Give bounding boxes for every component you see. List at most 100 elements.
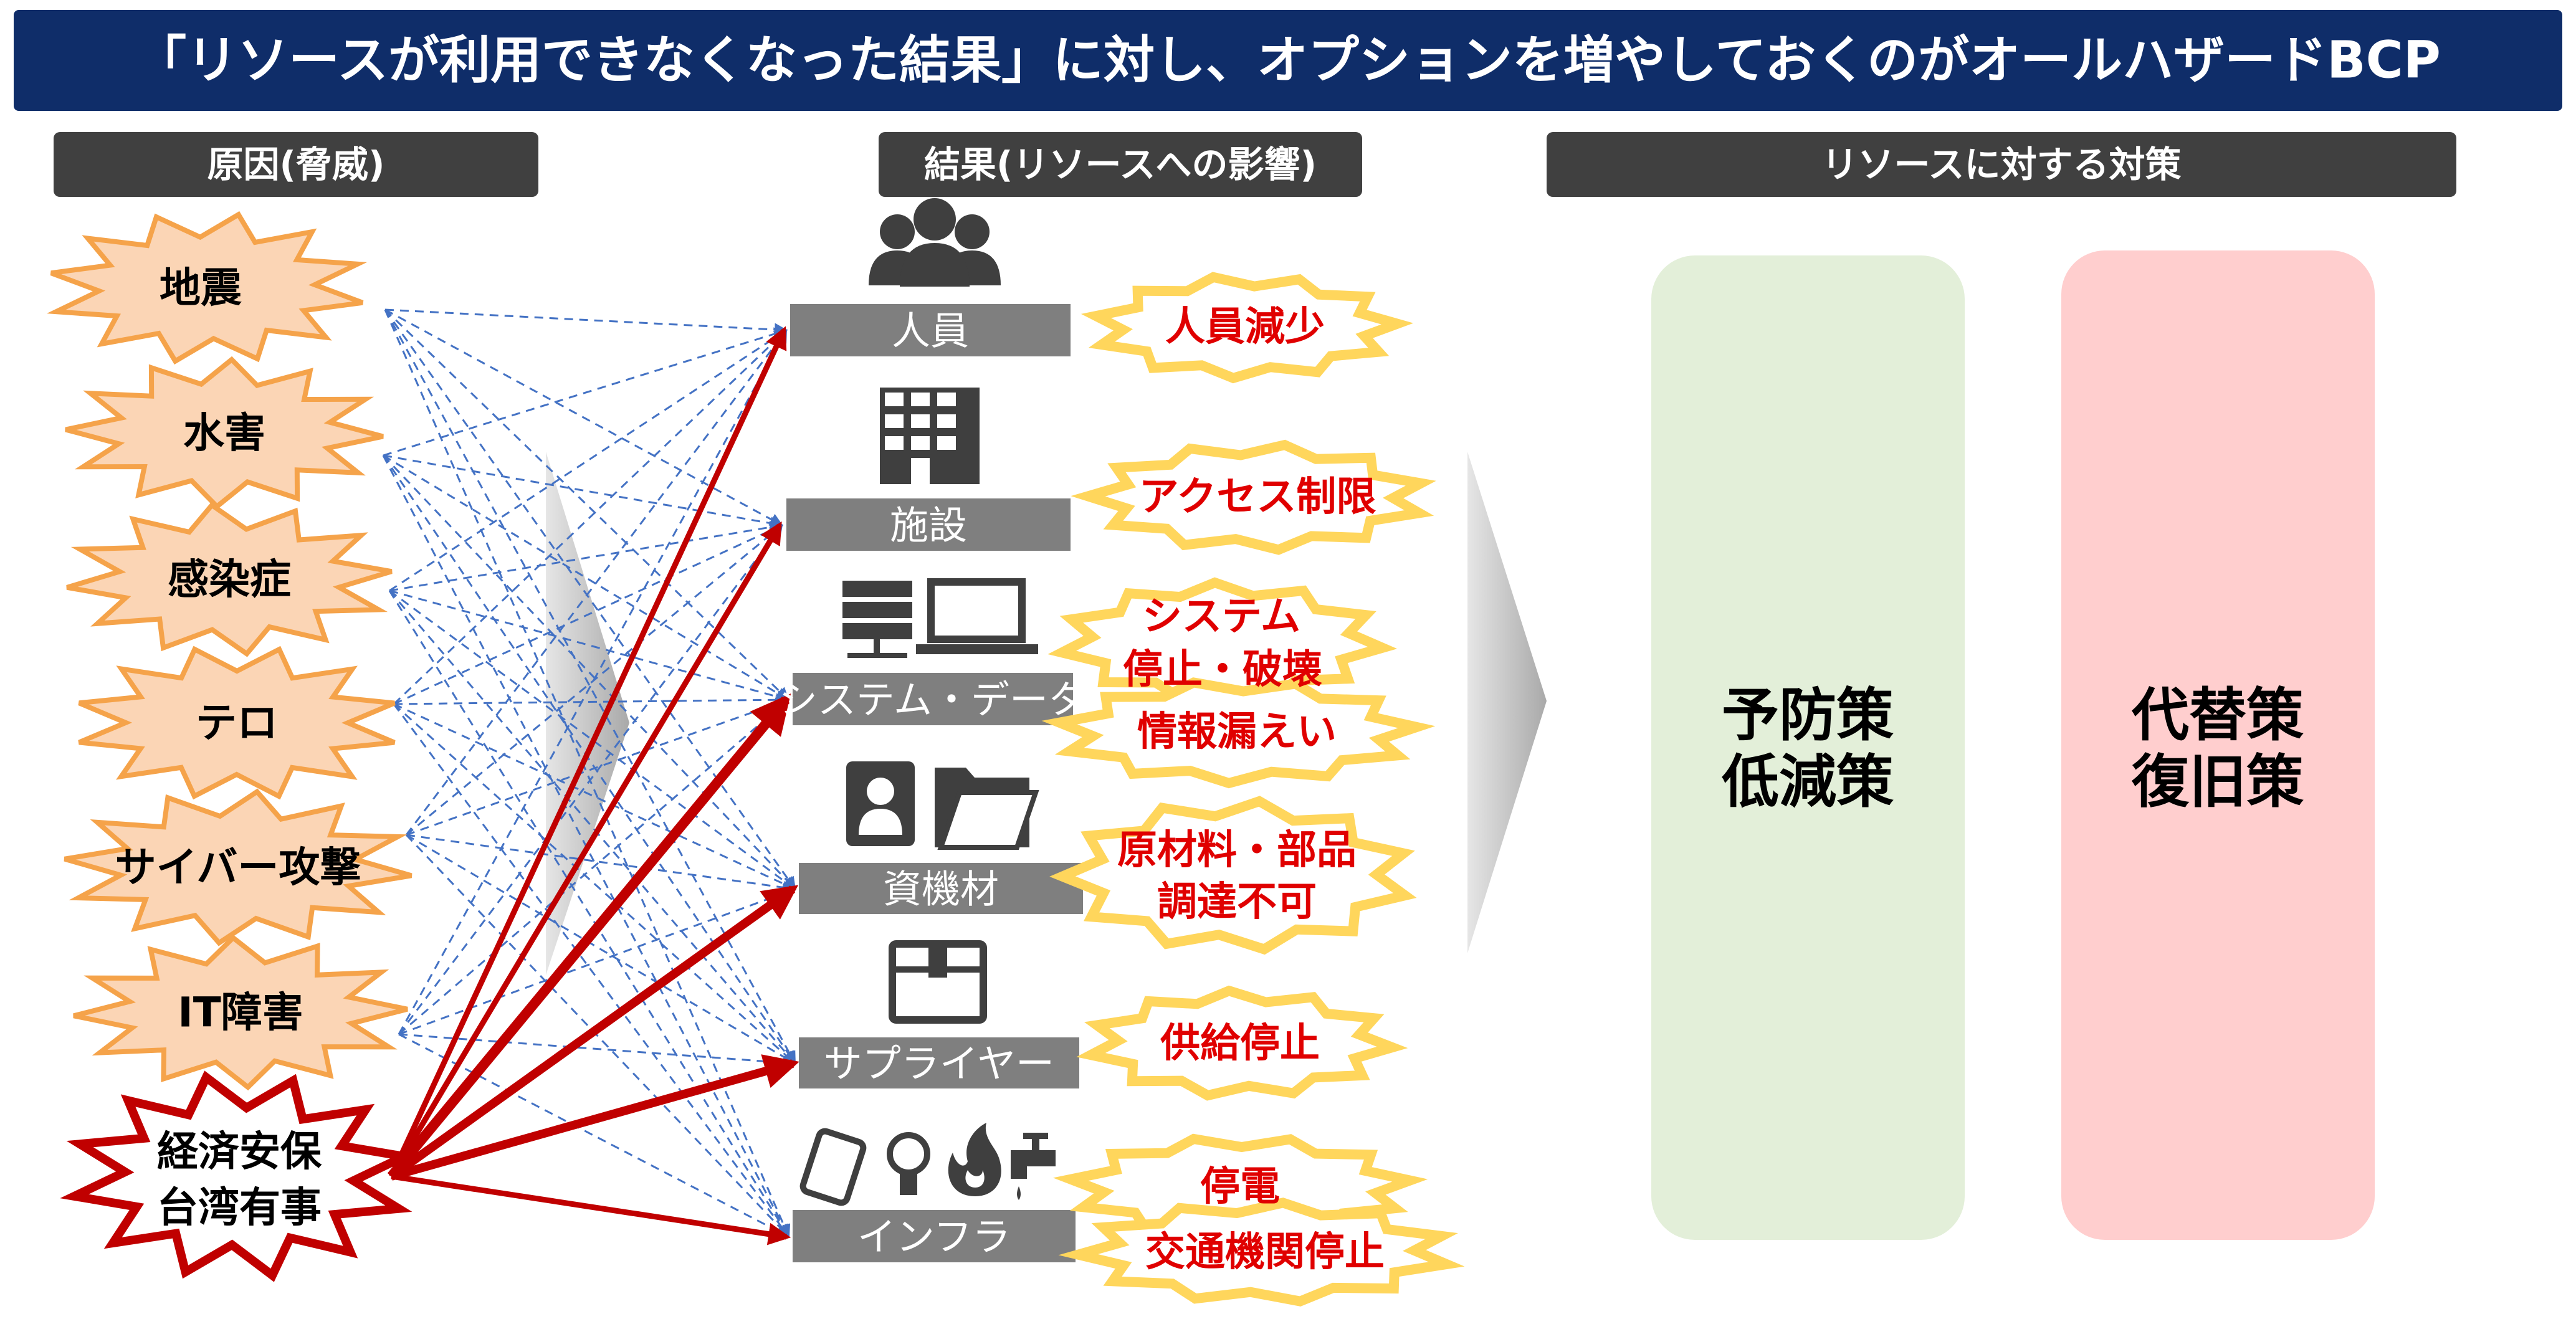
resource-facility: 施設 bbox=[786, 388, 1071, 551]
dashed-connector bbox=[383, 454, 789, 701]
resource-box bbox=[790, 304, 1071, 356]
burst-shape bbox=[66, 502, 393, 657]
impact-label: 調達不可 bbox=[1157, 879, 1317, 925]
impact-item: 停電 交通機関停止 bbox=[1052, 1133, 1465, 1307]
dashed-connector bbox=[384, 308, 788, 336]
header-results: 結果(リソースへの影響) bbox=[879, 132, 1362, 197]
measure-alternative: 代替策 復旧策 bbox=[2061, 250, 2375, 1240]
resource-label: 資機材 bbox=[883, 867, 999, 912]
cause-item: IT障害 bbox=[73, 934, 408, 1091]
dashed-connector bbox=[382, 454, 796, 890]
dashed-connector bbox=[388, 590, 790, 1238]
burst-shape bbox=[73, 934, 408, 1091]
cause-label: 台湾有事 bbox=[157, 1184, 322, 1232]
dashed-connector bbox=[406, 834, 796, 1065]
contact-folder-icon bbox=[846, 761, 1039, 850]
impact-label: 情報漏えい bbox=[1137, 709, 1337, 755]
impact-label: アクセス制限 bbox=[1139, 474, 1376, 520]
impact-label: 停電 bbox=[1200, 1164, 1280, 1210]
cause-label: 経済安保 bbox=[157, 1128, 322, 1176]
burst-shape bbox=[46, 211, 368, 365]
impact-label: 人員減少 bbox=[1165, 304, 1325, 350]
resource-box bbox=[786, 498, 1071, 551]
resource-list: 人員 施設 bbox=[779, 198, 1087, 1262]
impact-burst bbox=[1058, 1198, 1465, 1307]
dashed-connector bbox=[389, 589, 790, 703]
impact-list: 人員減少 アクセス制限 システム 停止・破壊 情報漏えい 原材料・部品 調達不可… bbox=[1041, 272, 1465, 1307]
dashed-connector bbox=[383, 454, 784, 530]
people-icon bbox=[869, 198, 1001, 287]
cause-label: IT障害 bbox=[178, 989, 303, 1037]
resource-label: 施設 bbox=[890, 503, 967, 548]
impact-label: 停止・破壊 bbox=[1123, 647, 1322, 693]
cause-item: 水害 bbox=[65, 356, 384, 510]
red-connector bbox=[388, 326, 787, 1178]
dashed-connector bbox=[398, 698, 789, 1036]
dashed-connector bbox=[393, 703, 790, 1238]
measure-label: 低減策 bbox=[1722, 749, 1894, 816]
flow-arrow-left bbox=[546, 452, 629, 975]
resource-label: システム・データ bbox=[779, 677, 1087, 723]
server-computer-icon bbox=[842, 578, 1038, 658]
dashed-connector bbox=[389, 589, 796, 890]
measure-label: 代替策 bbox=[2131, 682, 2304, 749]
red-connector bbox=[388, 885, 799, 1180]
resource-box bbox=[793, 673, 1073, 725]
impact-item: アクセス制限 bbox=[1071, 439, 1436, 555]
dashed-connector bbox=[406, 834, 797, 894]
red-connector bbox=[391, 1173, 791, 1245]
dashed-connector bbox=[398, 1033, 790, 1238]
header-measures: リソースに対する対策 bbox=[1547, 132, 2456, 197]
cause-item: 感染症 bbox=[66, 502, 393, 657]
impact-item: システム 停止・破壊 情報漏えい bbox=[1041, 577, 1436, 789]
impact-label: 交通機関停止 bbox=[1145, 1229, 1385, 1275]
resource-box bbox=[799, 1037, 1079, 1088]
impact-label: 原材料・部品 bbox=[1117, 827, 1357, 874]
red-connectors bbox=[387, 326, 799, 1245]
cause-label: 地震 bbox=[160, 264, 242, 312]
resource-supplier: サプライヤー bbox=[799, 940, 1079, 1088]
header-measures-label: リソースに対する対策 bbox=[1821, 143, 2181, 186]
dashed-connector bbox=[383, 327, 788, 457]
dashed-connectors bbox=[382, 308, 797, 1238]
box-icon bbox=[889, 940, 987, 1024]
cause-label: 水害 bbox=[183, 409, 265, 457]
measure-label: 復旧策 bbox=[2131, 749, 2304, 816]
dashed-connector bbox=[393, 703, 796, 1065]
impact-burst bbox=[1080, 272, 1414, 384]
dashed-connector bbox=[398, 524, 783, 1035]
dashed-connector bbox=[382, 455, 796, 1065]
dashed-connector bbox=[393, 524, 783, 705]
dashed-connector bbox=[389, 329, 788, 592]
impact-burst bbox=[1049, 796, 1417, 955]
red-connector bbox=[387, 693, 791, 1180]
dashed-connector bbox=[389, 520, 784, 592]
impact-label: システム bbox=[1142, 594, 1300, 640]
dashed-connector bbox=[405, 329, 788, 836]
cause-item: サイバー攻撃 bbox=[64, 788, 413, 946]
dashed-connector bbox=[384, 308, 789, 701]
impact-burst bbox=[1041, 677, 1436, 789]
measure-label: 予防策 bbox=[1722, 682, 1894, 749]
resource-label: 人員 bbox=[892, 308, 969, 354]
dashed-connector bbox=[393, 693, 790, 707]
dashed-connector bbox=[384, 309, 796, 890]
red-connector bbox=[390, 1054, 799, 1181]
dashed-connector bbox=[405, 834, 790, 1238]
dashed-connector bbox=[384, 309, 796, 1065]
resource-people: 人員 bbox=[790, 198, 1071, 356]
header-causes: 原因(脅威) bbox=[54, 132, 538, 197]
resource-box bbox=[793, 1210, 1076, 1262]
resource-label: インフラ bbox=[857, 1214, 1011, 1260]
cause-item: テロ bbox=[78, 645, 396, 800]
dashed-connector bbox=[398, 887, 796, 1036]
impact-burst bbox=[1047, 577, 1398, 705]
resource-label: サプライヤー bbox=[824, 1041, 1054, 1087]
cause-item-highlight: 経済安保 台湾有事 bbox=[60, 1070, 419, 1282]
flow-arrow-right bbox=[1467, 452, 1547, 953]
dashed-connector bbox=[393, 329, 788, 705]
cause-label: テロ bbox=[196, 699, 278, 747]
resource-system-data: システム・データ bbox=[779, 578, 1087, 725]
page-title: 「リソースが利用できなくなった結果」に対し、オプションを増やしておくのがオールハ… bbox=[135, 31, 2441, 90]
resource-box bbox=[799, 863, 1083, 914]
